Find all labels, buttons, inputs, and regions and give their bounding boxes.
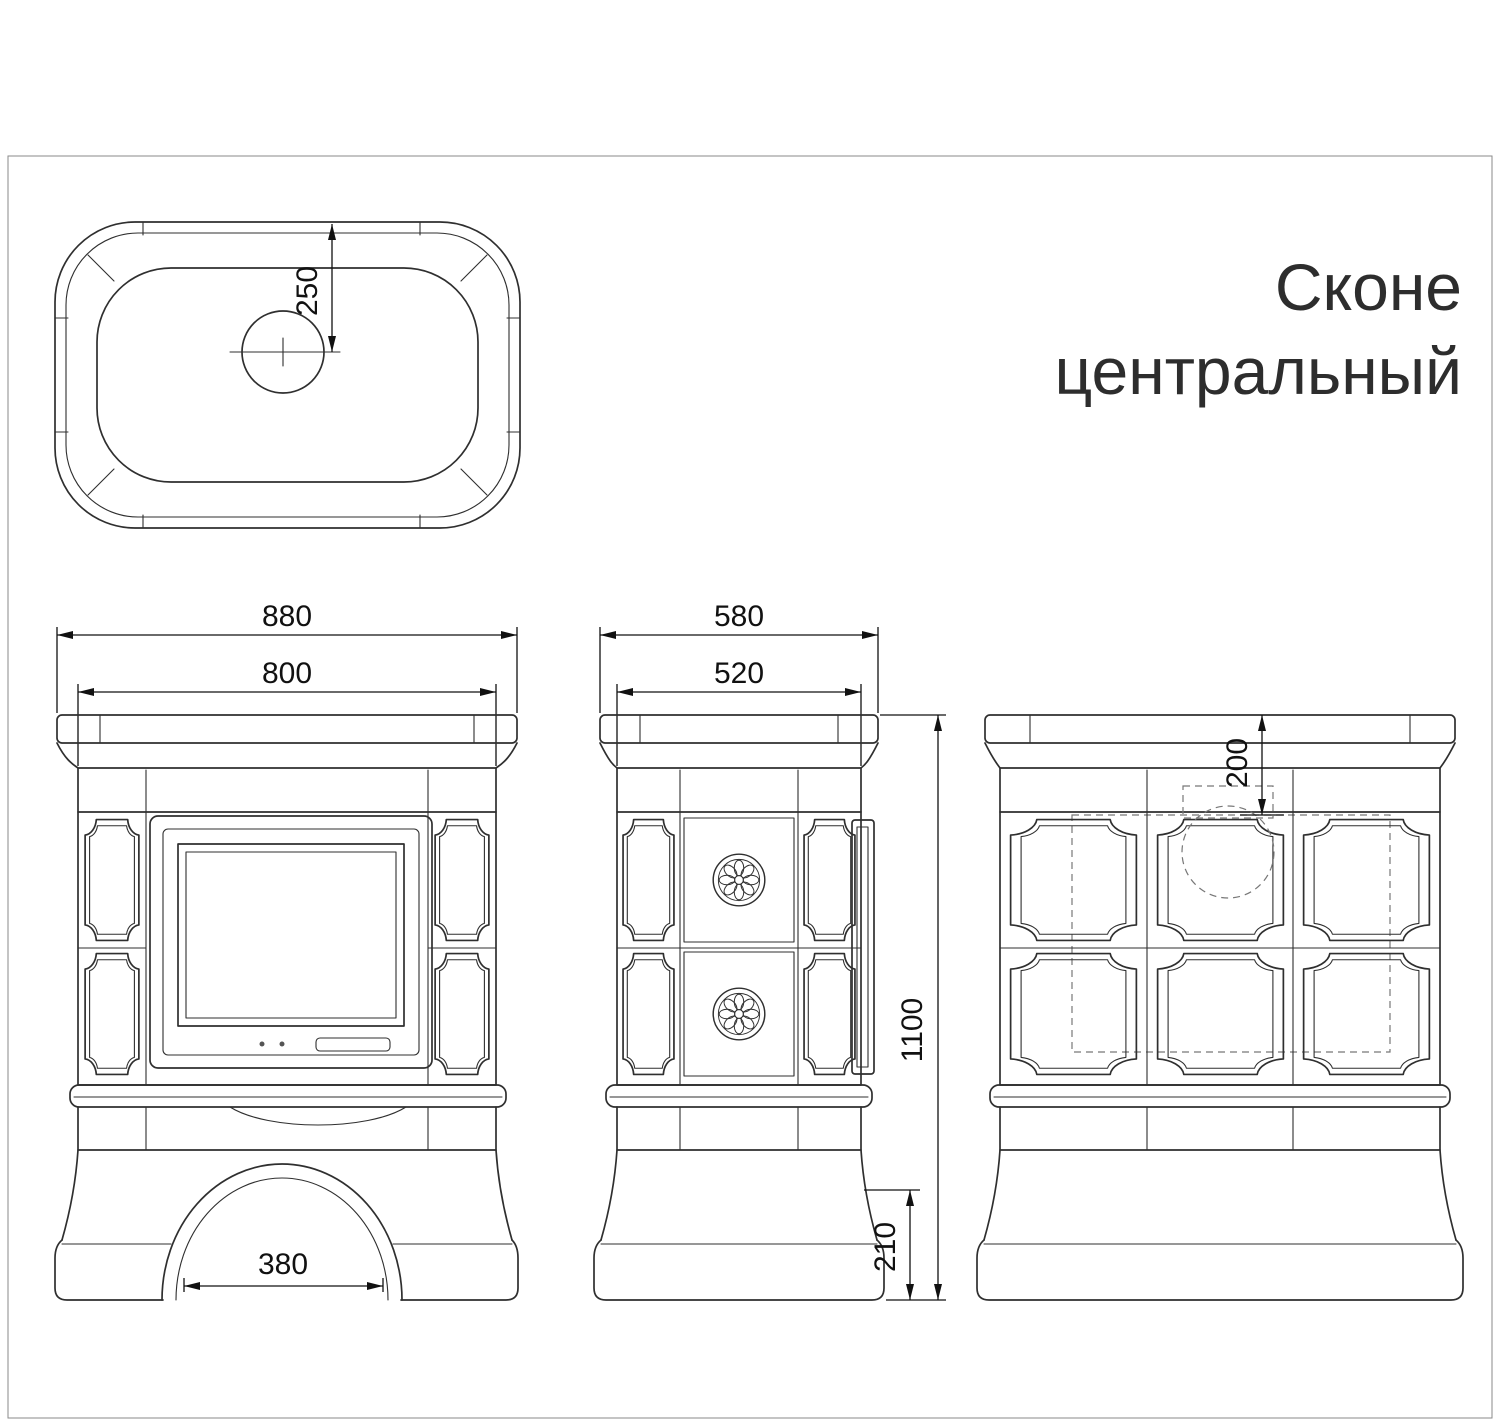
dim-210-label: 210 (869, 1222, 902, 1272)
dim-1100-label: 1100 (896, 998, 929, 1063)
front-plinth (54, 1084, 519, 1301)
back-cornice (984, 714, 1456, 813)
rosette-tile-top (712, 853, 766, 907)
back-plinth (976, 1084, 1464, 1301)
dimension-580: 580 (599, 600, 879, 713)
door-hinge-profile (851, 819, 875, 1075)
dim-580-label: 580 (714, 600, 764, 633)
firebox-door (149, 815, 433, 1069)
back-body (999, 785, 1441, 1086)
side-body (616, 811, 862, 1086)
door-knob-left (259, 1041, 265, 1047)
door-glass-inner-line (185, 851, 397, 1019)
front-view: 880 800 (54, 600, 519, 1301)
drawing-border-frame (7, 155, 1493, 1419)
side-cornice (599, 714, 879, 813)
door-knob-right (279, 1041, 285, 1047)
flue-outlet-dashed-circle (1181, 805, 1275, 899)
arch-outer (161, 1163, 403, 1301)
heat-exchanger-shaded-area (1071, 814, 1391, 1053)
flue-shade-tab (1182, 785, 1274, 819)
side-view: 580 520 (593, 600, 946, 1301)
door-inner-frame (162, 828, 420, 1056)
dimension-200: 200 (1221, 715, 1284, 816)
door-outer-frame (149, 815, 433, 1069)
door-handle (315, 1037, 391, 1052)
title-line-2: центральный (1054, 334, 1462, 408)
title-line-1: Сконе (1275, 250, 1462, 324)
dim-520-label: 520 (714, 657, 764, 690)
flue-outlet (229, 310, 341, 394)
arch-inner (175, 1177, 389, 1301)
rosette-tile-bottom (712, 987, 766, 1041)
side-plinth (593, 1084, 885, 1301)
dim-200-label: 200 (1221, 738, 1254, 788)
front-cornice (56, 714, 518, 813)
back-view: 200 (976, 714, 1464, 1301)
dimension-380: 380 (183, 1248, 384, 1292)
plan-tile-joints (54, 221, 521, 529)
title: Сконе центральный (1054, 250, 1462, 408)
dimension-250: 250 (291, 224, 336, 352)
dim-380-label: 380 (258, 1248, 308, 1281)
front-body (77, 811, 497, 1086)
door-glass (177, 843, 405, 1027)
dimension-210: 210 (864, 1189, 920, 1300)
dim-800-label: 800 (262, 657, 312, 690)
dim-250-label: 250 (291, 266, 324, 316)
dim-880-label: 880 (262, 600, 312, 633)
dimension-520: 520 (616, 657, 862, 766)
dimension-1100: 1100 (880, 714, 946, 1301)
top-plan-view: 250 (54, 221, 521, 529)
dimension-880: 880 (56, 600, 518, 713)
dimension-800: 800 (77, 657, 497, 766)
